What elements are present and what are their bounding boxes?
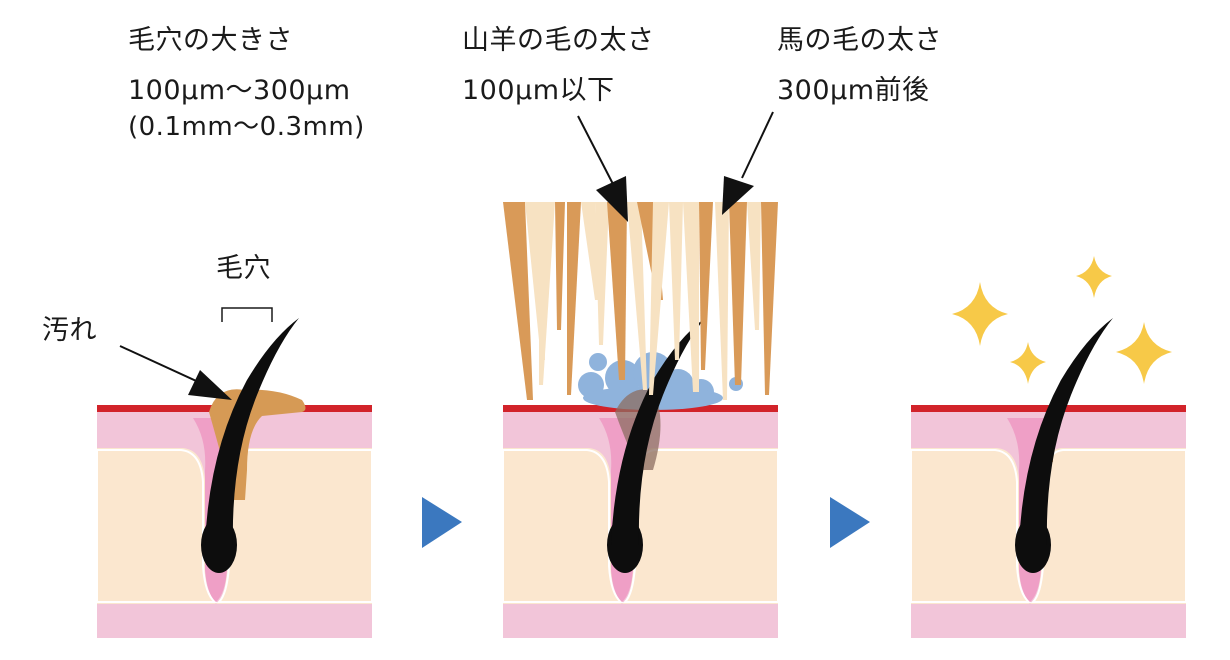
dirt-pointer-arrow — [119, 345, 232, 400]
pore-size-value: 100μm〜300μm — [128, 75, 351, 106]
horse-hair-title: 馬の毛の太さ — [777, 25, 942, 56]
dirt-label: 汚れ — [42, 315, 97, 346]
horse-hair-value: 300μm前後 — [777, 75, 930, 106]
skin-panel-brushing — [502, 202, 779, 639]
step-arrow-1 — [422, 497, 462, 548]
brush-bristles — [503, 202, 778, 400]
goat-hair-title: 山羊の毛の太さ — [462, 25, 655, 56]
pore-bracket — [221, 307, 273, 322]
pore-size-mm: (0.1mm〜0.3mm) — [128, 112, 365, 142]
skin-panel-dirty — [96, 318, 373, 639]
step-arrow-2 — [830, 497, 870, 548]
horse-hair-pointer — [722, 111, 774, 215]
goat-hair-pointer — [577, 115, 628, 222]
goat-hair-value: 100μm以下 — [462, 75, 615, 106]
sparkle-icons — [952, 256, 1172, 384]
pore-label: 毛穴 — [216, 253, 271, 284]
pore-size-title: 毛穴の大きさ — [128, 25, 293, 56]
skin-panel-clean — [910, 318, 1187, 639]
